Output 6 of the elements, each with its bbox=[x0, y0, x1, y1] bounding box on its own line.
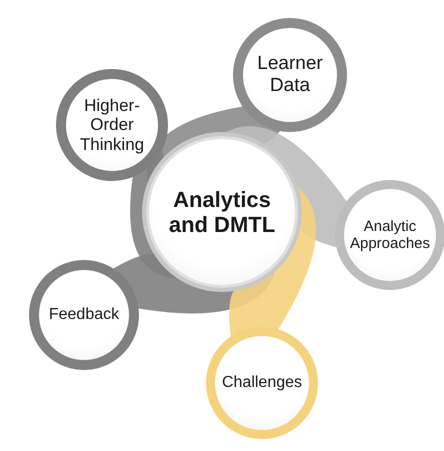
topic-label: Feedback bbox=[48, 306, 120, 324]
topic-label: Learner Data bbox=[256, 53, 324, 97]
center-title: Analytics and DMTL bbox=[168, 186, 276, 238]
topic-label: Analytic Approaches bbox=[348, 218, 432, 252]
topic-label: Challenges bbox=[222, 374, 302, 392]
topic-label: Higher-Order Thinking bbox=[78, 96, 146, 154]
